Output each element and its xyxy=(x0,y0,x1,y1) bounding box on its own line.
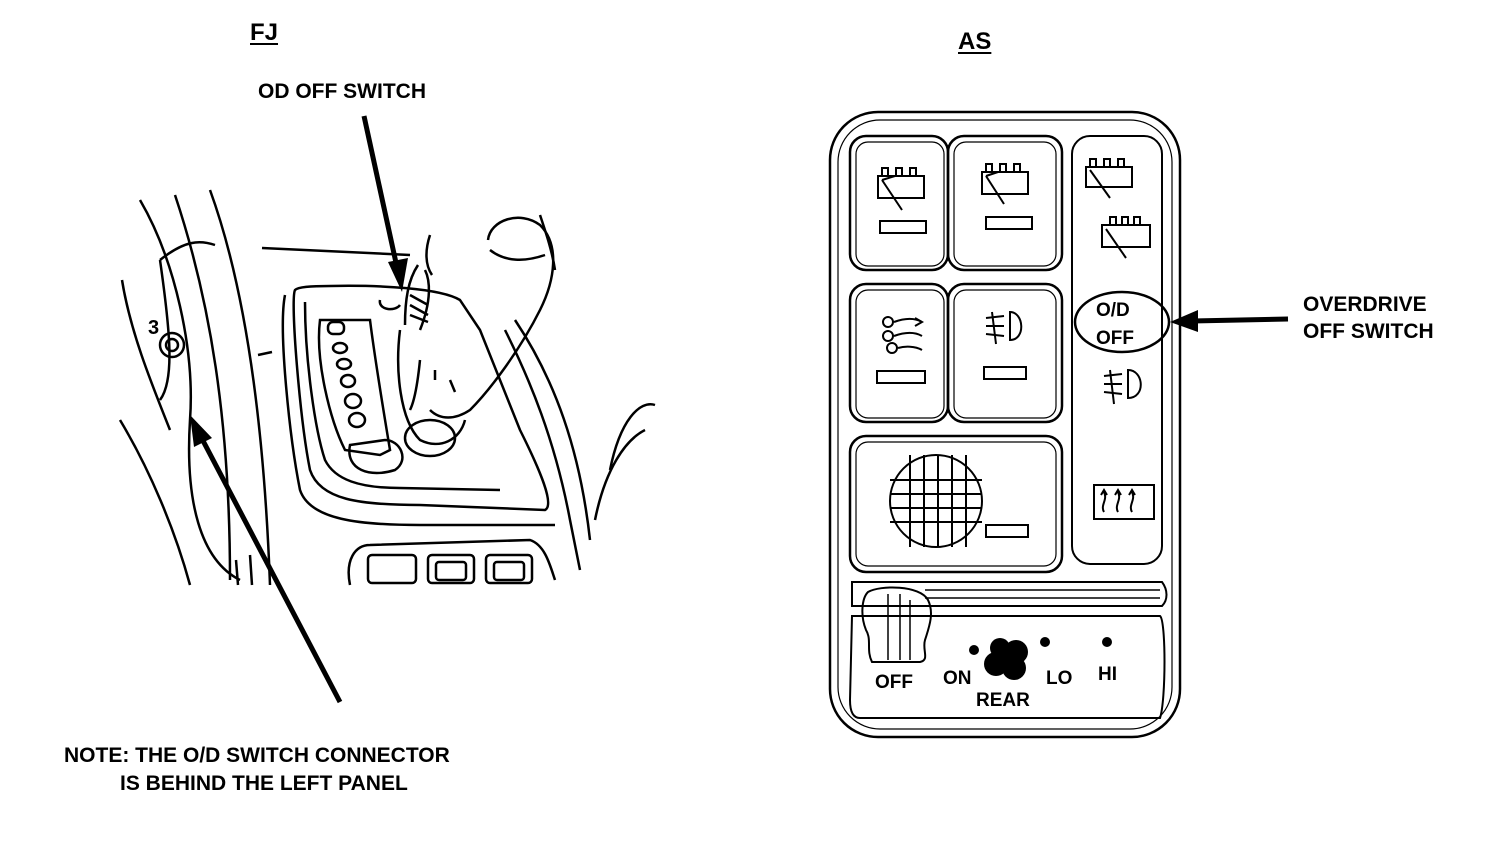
switch-washer[interactable] xyxy=(848,282,950,424)
blower-on-label: ON xyxy=(943,668,972,689)
blower-hi-label: HI xyxy=(1098,664,1117,685)
blower-off-label: OFF xyxy=(875,672,913,693)
overdrive-label-line-1: OVERDRIVE xyxy=(1303,293,1427,316)
blower-rear-label: REAR xyxy=(976,690,1030,711)
column-fog-lamp-icon xyxy=(1103,368,1142,405)
hi-indicator-dot xyxy=(1102,637,1112,647)
note-line-2: IS BEHIND THE LEFT PANEL xyxy=(120,772,408,795)
speaker-grille-icon xyxy=(889,454,983,548)
on-indicator-dot xyxy=(969,645,979,655)
overdrive-label-line-2: OFF SWITCH xyxy=(1303,320,1434,343)
column-wiper-icon xyxy=(1085,158,1133,199)
rear-defrost-icon[interactable] xyxy=(1093,484,1155,520)
as-switch-panel: O/D OFF xyxy=(828,110,1182,739)
fj-heading: FJ xyxy=(250,19,279,46)
blower-slider[interactable] xyxy=(848,581,1168,719)
od-switch-text-2: OFF xyxy=(1096,328,1134,349)
overdrive-arrow-icon xyxy=(1170,310,1289,332)
rear-blower-knob[interactable] xyxy=(984,638,1028,680)
switch-fog-lamp[interactable] xyxy=(946,282,1064,424)
wiper-icon xyxy=(877,167,925,211)
as-heading: AS xyxy=(958,28,992,55)
fj-console-illustration xyxy=(118,189,656,586)
od-off-switch[interactable]: O/D OFF xyxy=(1073,290,1171,354)
column-rear-wiper-icon xyxy=(1101,216,1151,259)
switch-speaker[interactable] xyxy=(848,434,1064,574)
blower-lo-label: LO xyxy=(1046,668,1072,689)
switch-rear-wiper[interactable] xyxy=(946,134,1064,272)
od-off-switch-label: OD OFF SWITCH xyxy=(258,80,426,103)
left-panel-arrow-icon xyxy=(190,415,343,704)
od-switch-text-1: O/D xyxy=(1096,300,1130,321)
note-line-1: NOTE: THE O/D SWITCH CONNECTOR xyxy=(64,744,450,767)
switch-front-wiper[interactable] xyxy=(848,134,950,272)
rear-wiper-icon xyxy=(981,163,1029,205)
od-switch-arrow-icon xyxy=(361,115,408,292)
lo-indicator-dot xyxy=(1040,637,1050,647)
bezel-number: 3 xyxy=(148,317,159,339)
washer-icon xyxy=(882,316,925,354)
fog-lamp-icon xyxy=(985,310,1023,345)
